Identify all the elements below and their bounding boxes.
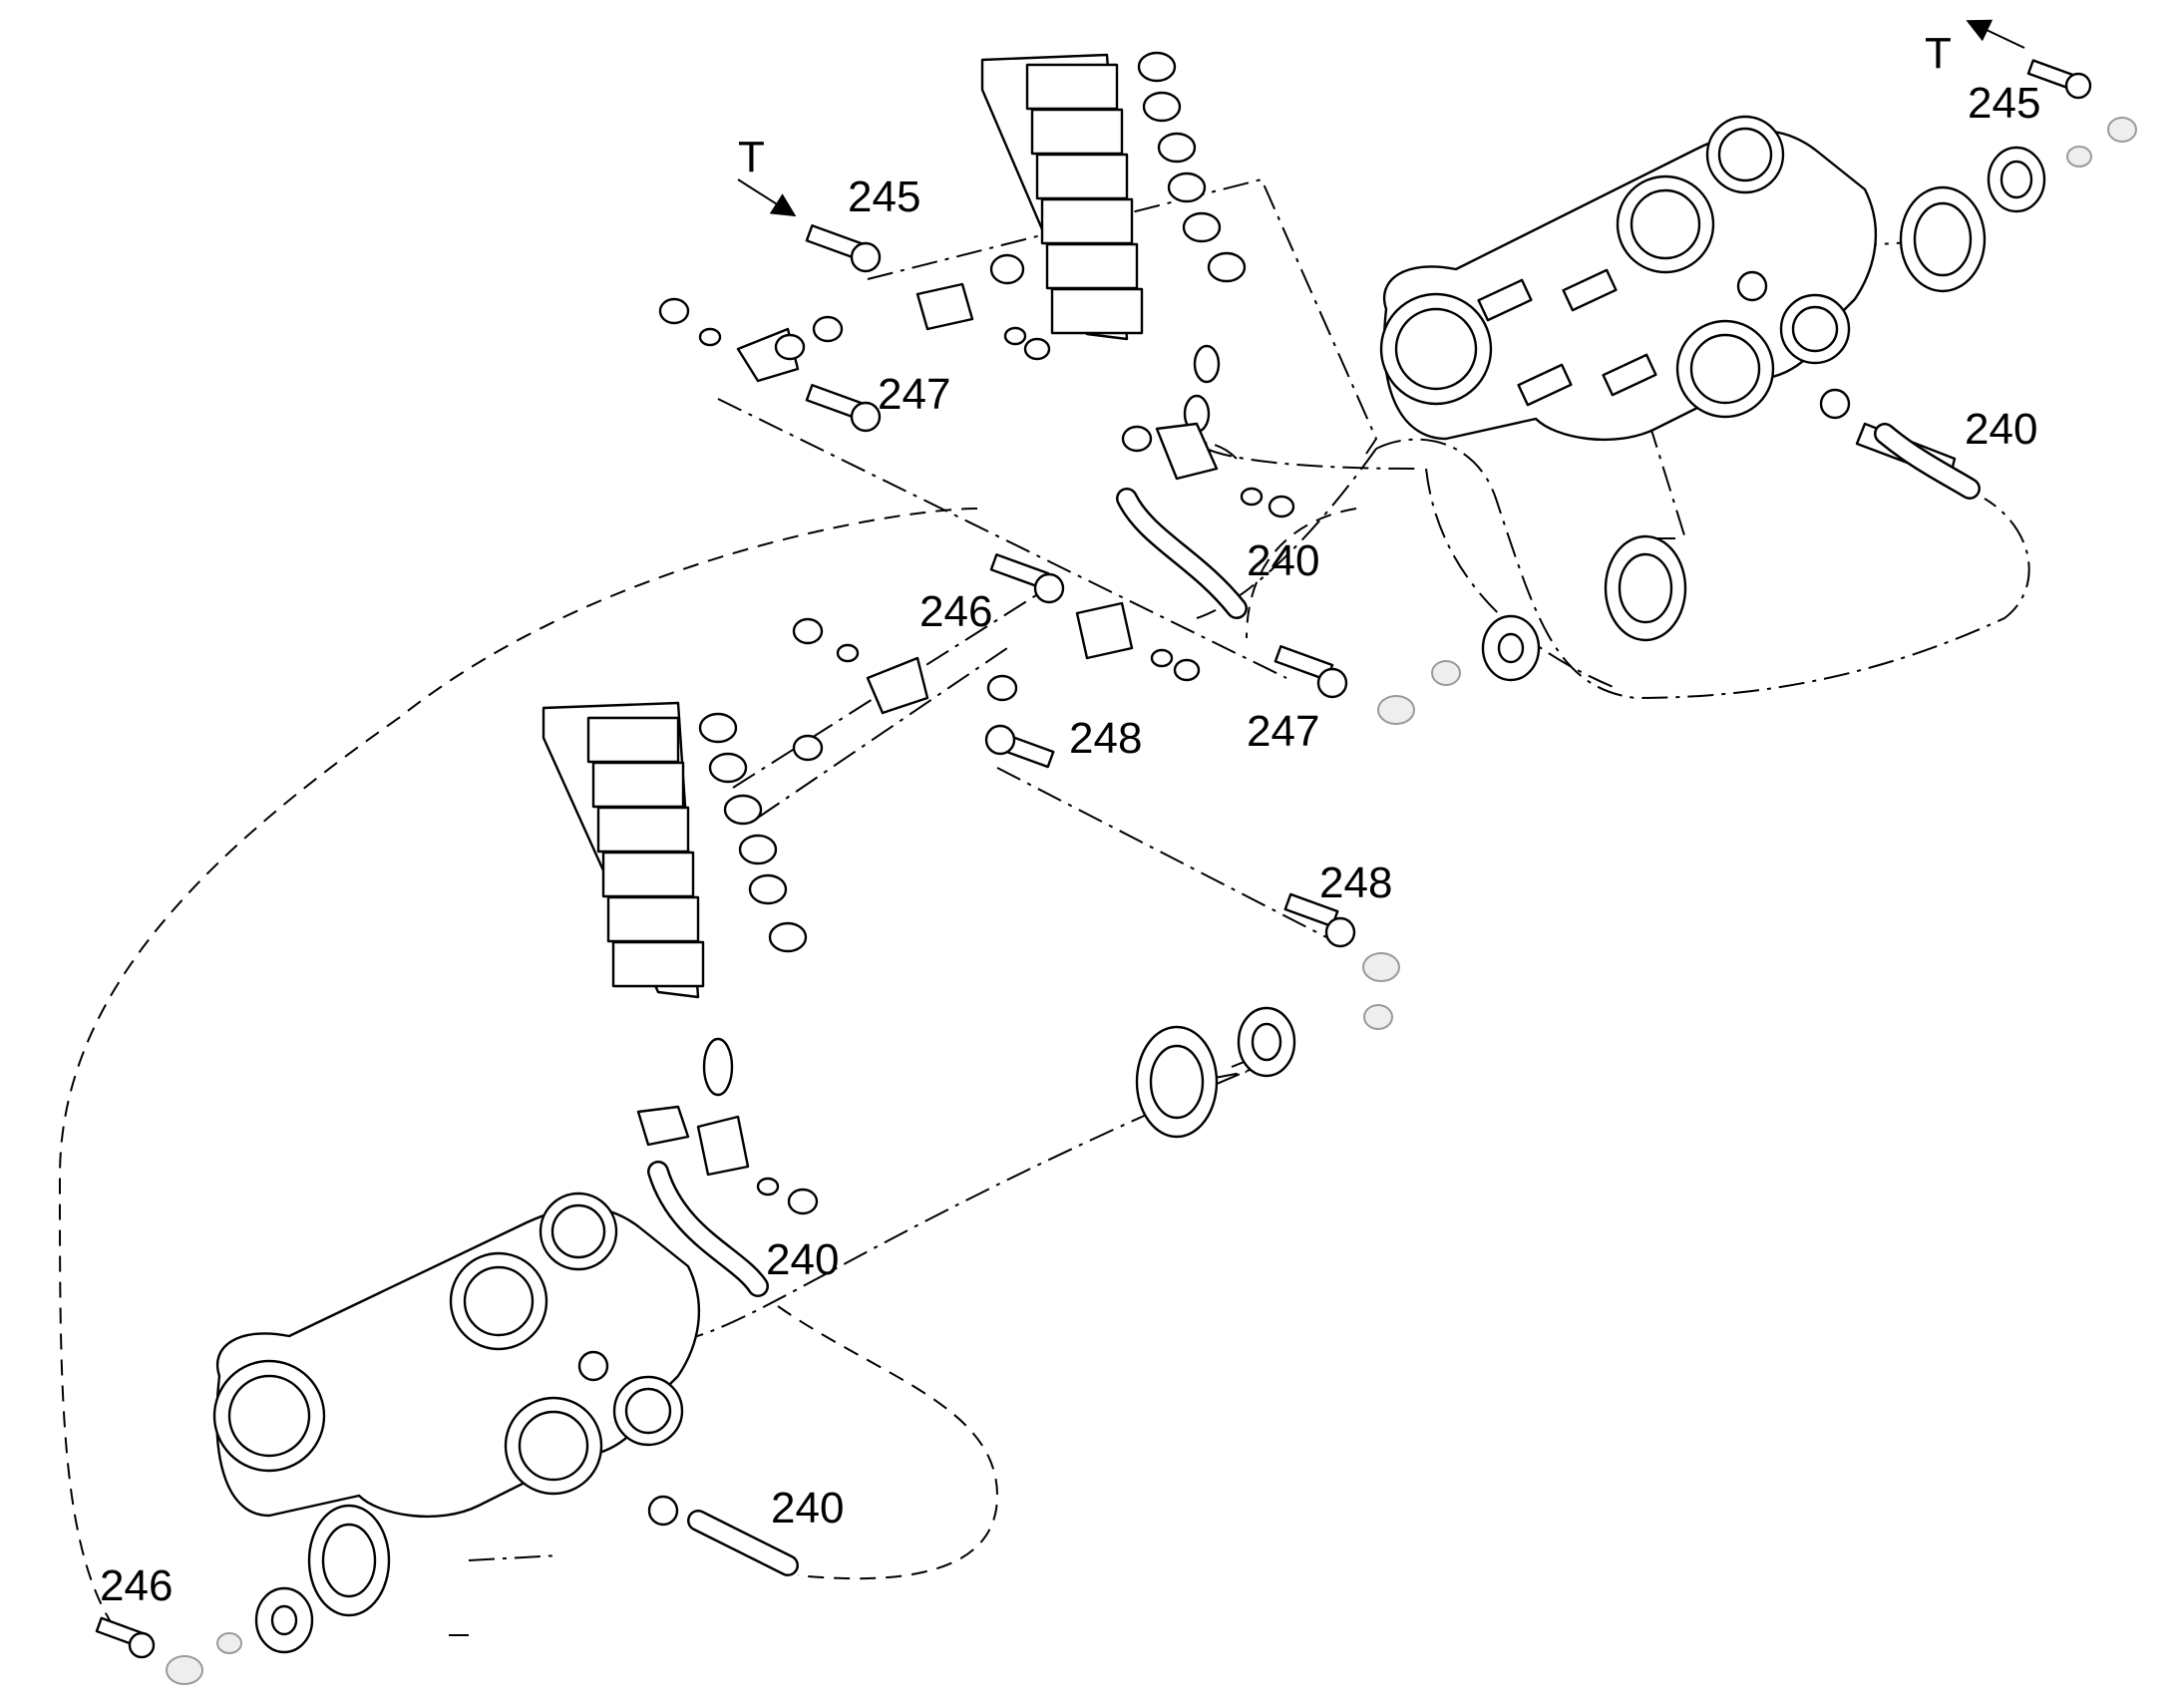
small-fittings bbox=[636, 253, 1295, 1527]
upper-manifold-block bbox=[980, 51, 1247, 341]
t-arrow-top-left bbox=[737, 178, 797, 217]
label-240-lower-mid: 240 bbox=[766, 1235, 839, 1284]
lower-left-flanges bbox=[254, 1504, 391, 1654]
label-245-top-right: 245 bbox=[1968, 79, 2040, 128]
upper-manifold-fittings bbox=[1137, 51, 1247, 283]
label-240-lower: 240 bbox=[771, 1484, 844, 1533]
t-arrow-top-right bbox=[1966, 19, 2025, 49]
bolt-246-mid bbox=[989, 553, 1065, 604]
bolts bbox=[95, 59, 2092, 1659]
callout-labels: T 245 T 245 247 240 240 246 247 248 248 … bbox=[100, 29, 2040, 1610]
bolt-247-mid bbox=[1273, 645, 1348, 699]
label-t-top-right: T bbox=[1925, 29, 1952, 78]
label-240-top-mid: 240 bbox=[1247, 536, 1319, 585]
upper-right-housing bbox=[1379, 115, 1878, 442]
bolt-245-top-right bbox=[2026, 59, 2092, 100]
label-248-right: 248 bbox=[1319, 858, 1392, 907]
label-240-top-right: 240 bbox=[1965, 405, 2037, 454]
label-t-top-left: T bbox=[738, 133, 765, 181]
label-247-top: 247 bbox=[878, 370, 950, 419]
label-247-mid: 247 bbox=[1247, 707, 1319, 756]
label-246-bottom: 246 bbox=[100, 1561, 173, 1610]
bolt-248-mid bbox=[984, 724, 1055, 769]
t-arrows bbox=[737, 19, 2025, 217]
bolt-245-top-left bbox=[805, 224, 882, 273]
lower-housing bbox=[212, 1192, 701, 1519]
label-248-mid: 248 bbox=[1069, 714, 1142, 763]
bolt-246-bottom bbox=[95, 1616, 156, 1659]
middle-manifold-block bbox=[542, 701, 808, 999]
label-246-mid: 246 bbox=[919, 587, 992, 636]
label-245-top-left: 245 bbox=[848, 172, 920, 221]
bolt-247-top bbox=[805, 384, 882, 433]
hoses bbox=[647, 423, 1981, 1576]
bolt-248-right bbox=[1283, 892, 1356, 948]
lower-right-flanges bbox=[1135, 1006, 1296, 1139]
upper-manifold-sections bbox=[1025, 63, 1144, 335]
